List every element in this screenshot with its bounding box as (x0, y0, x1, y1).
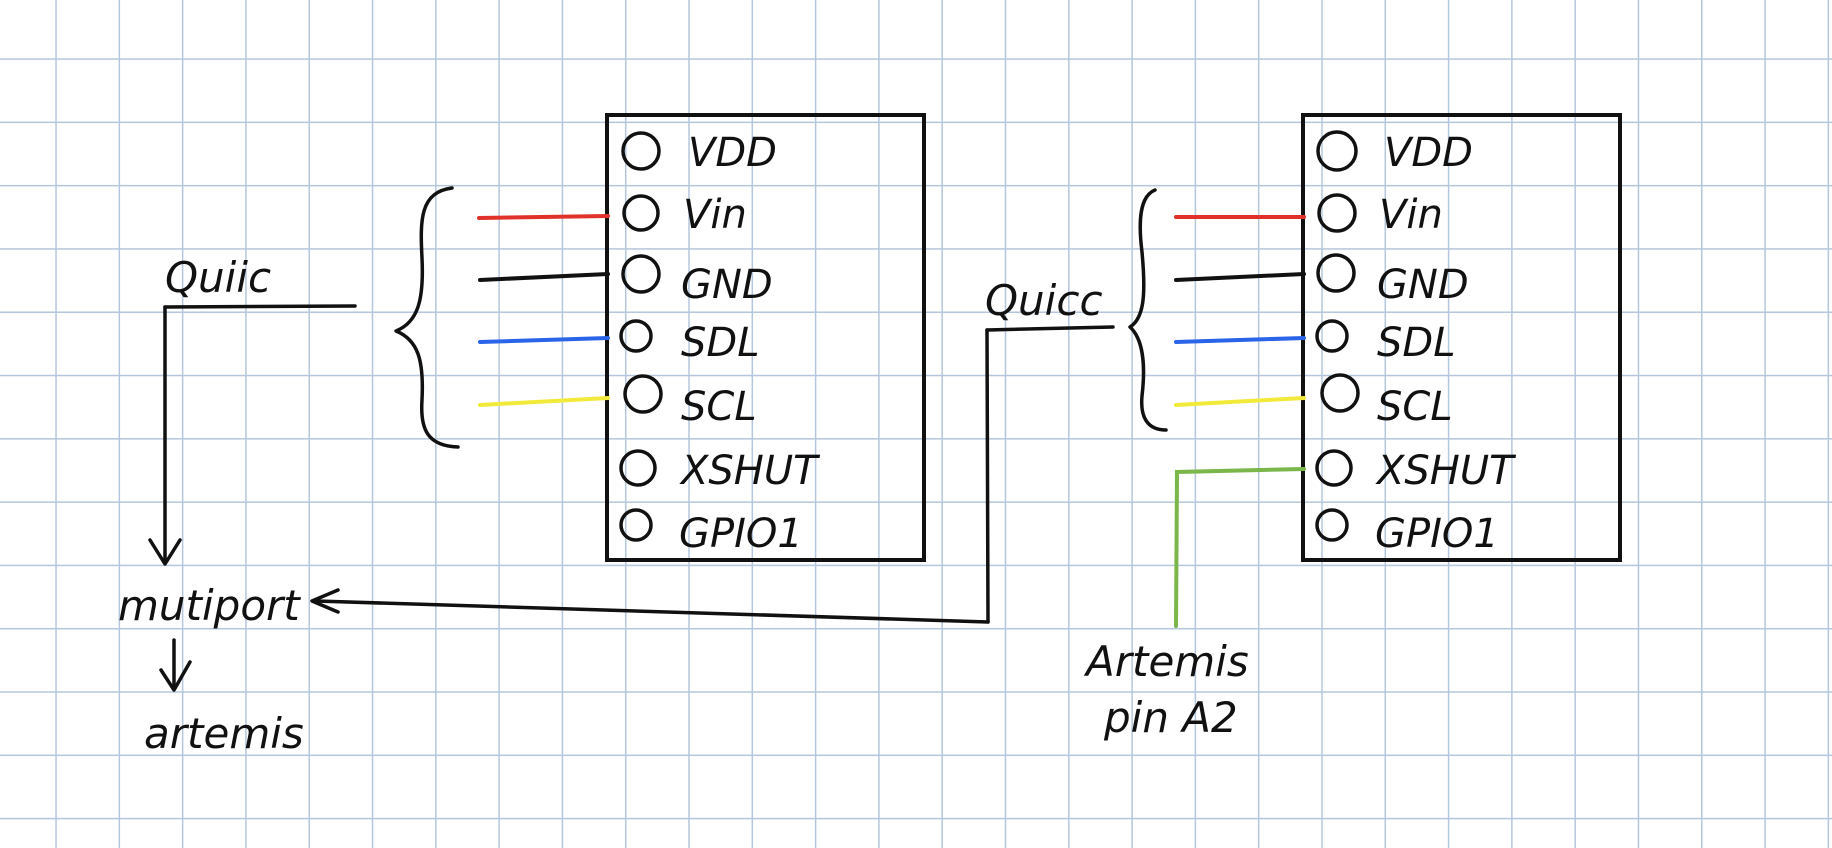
sensor-right-pin-vdd (1316, 130, 1358, 172)
sensor-left-pin-gpio1 (619, 508, 653, 542)
connector-right-drop (985, 328, 990, 624)
sensor-right: VDD Vin GND SDL SCL XSHUT GPIO1 (1301, 113, 1622, 562)
wire-right-gnd (1174, 272, 1306, 282)
sensor-left-pin-xshut (619, 449, 657, 487)
sensor-right-label-vin: Vin (1379, 192, 1443, 238)
sensor-left-pin-sdl (619, 319, 653, 353)
wire-left-vin (477, 214, 610, 220)
sensor-left-label-gnd: GND (681, 262, 773, 308)
wire-right-sdl (1174, 336, 1306, 344)
arrow-down-icon (148, 538, 182, 566)
wire-right-scl (1174, 396, 1306, 407)
sensor-left-wires (477, 214, 610, 407)
label-right-connector: Quicc (985, 276, 1103, 325)
sensor-right-label-xshut: XSHUT (1375, 448, 1517, 494)
sensor-right-label-scl: SCL (1377, 384, 1453, 430)
sensor-left-pin-gnd (621, 254, 661, 294)
sensor-right-wires (1174, 215, 1306, 628)
wire-left-sdl (478, 336, 610, 344)
sensor-right-pin-gpio1 (1315, 508, 1349, 542)
sensor-left-label-vin: Vin (683, 192, 747, 238)
label-left-connector: Quiic (165, 253, 271, 302)
label-multiport: mutiport (118, 581, 301, 630)
sensor-right-label-vdd: VDD (1384, 130, 1473, 176)
sensor-left-label-gpio1: GPIO1 (679, 511, 803, 557)
connector-right-to-multiport (310, 325, 1115, 624)
sensor-left-label-scl: SCL (681, 384, 757, 430)
wire-right-xshut (1174, 467, 1306, 628)
sensor-right-pin-vin (1317, 193, 1357, 233)
connector-right-return (314, 599, 990, 624)
sensor-left-pin-vin (622, 194, 660, 232)
sensor-left-label-vdd: VDD (688, 130, 777, 176)
sensor-right-label-gnd: GND (1377, 262, 1469, 308)
sensor-right-pin-gnd (1316, 253, 1356, 293)
sensor-left-pin-scl (623, 374, 663, 414)
arrow-multiport-to-artemis (159, 638, 192, 692)
label-artemis: artemis (144, 709, 304, 758)
sensor-left-label-sdl: SDL (681, 320, 759, 366)
brace-right (1128, 188, 1168, 432)
sensor-right-label-gpio1: GPIO1 (1375, 511, 1499, 557)
sensor-right-pin-scl (1320, 373, 1360, 413)
connector-right-line (985, 325, 1115, 332)
sensor-right-label-sdl: SDL (1377, 320, 1455, 366)
wire-left-gnd (478, 272, 610, 282)
arrow-left-icon (310, 588, 340, 614)
sensor-right-pin-xshut (1315, 449, 1353, 487)
brace-left (394, 186, 460, 449)
arrow-down-icon (159, 660, 192, 692)
sensor-left-label-xshut: XSHUT (679, 448, 821, 494)
sensor-left-pin-vdd (621, 131, 661, 171)
label-artemis-pin-line2: pin A2 (1103, 693, 1238, 742)
label-artemis-pin-line1: Artemis (1083, 637, 1249, 686)
connector-left-line (163, 304, 357, 309)
sensor-right-pin-sdl (1315, 319, 1349, 353)
connector-left (148, 304, 357, 566)
wire-left-scl (478, 396, 610, 407)
sensor-left: VDD Vin GND SDL SCL XSHUT GPIO1 (605, 113, 926, 562)
